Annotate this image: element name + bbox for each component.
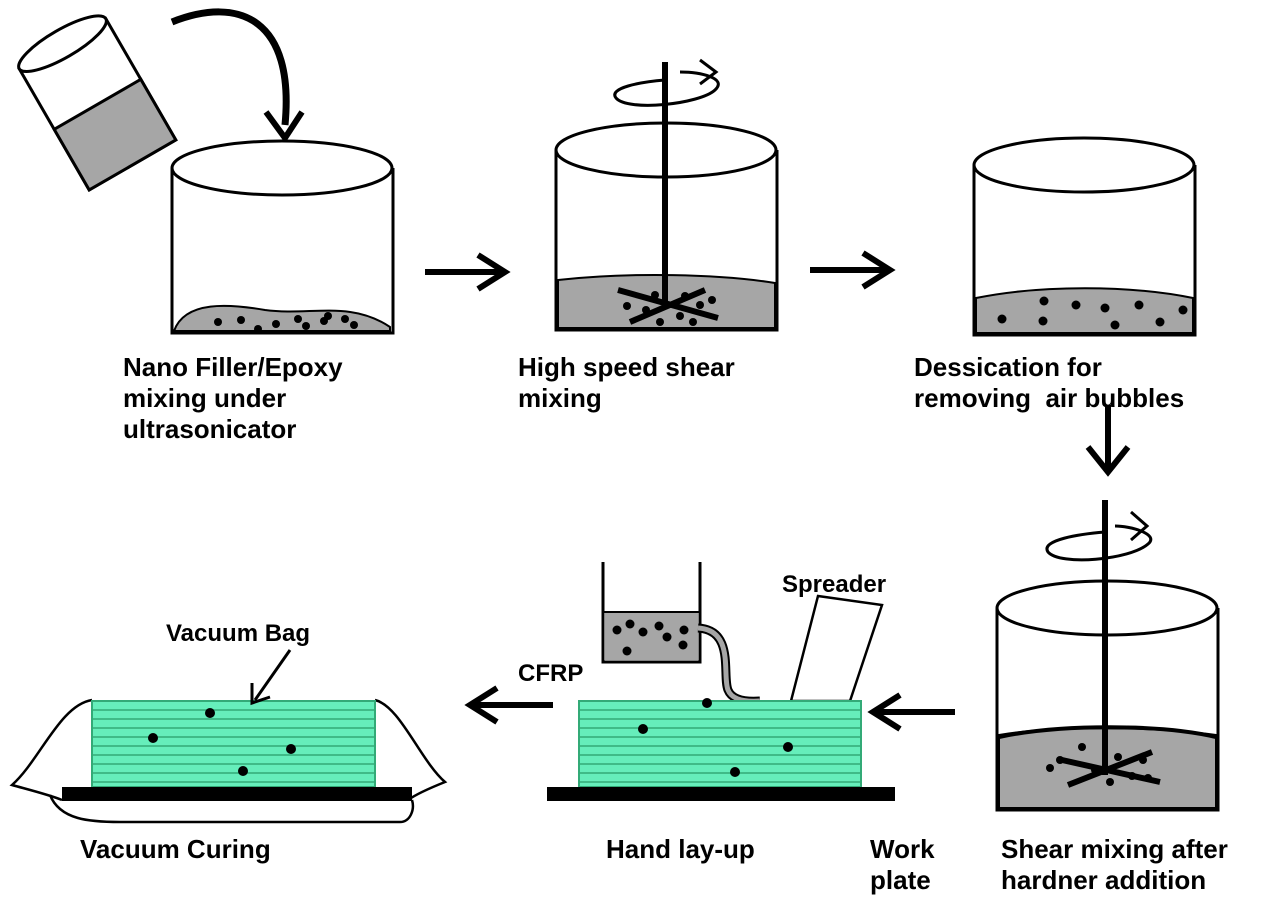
- cure-plate: [62, 787, 412, 801]
- beaker-2: [554, 58, 779, 332]
- particles-1: [214, 312, 358, 333]
- particles-3: [997, 296, 1188, 330]
- beaker-1: [170, 139, 395, 335]
- spreader-tool: [789, 594, 884, 703]
- label-step-5: Hand lay-up: [606, 834, 755, 864]
- resin-3: [975, 287, 1194, 334]
- laminate-layup: [578, 698, 862, 788]
- label-step-2: High speed shear mixing: [518, 352, 735, 413]
- vacuum-bag: [9, 698, 448, 824]
- beaker-4: [995, 500, 1220, 812]
- vacuum-bag-pointer: [250, 649, 292, 706]
- particles-2: [623, 291, 716, 326]
- pouring-beaker: [17, 14, 178, 193]
- arrow-3-4: [1085, 405, 1131, 477]
- label-step-4: Shear mixing after hardner addition: [1001, 834, 1228, 895]
- beaker-3: [972, 136, 1197, 337]
- arrow-4-5: [867, 692, 955, 732]
- pour-arrow: [170, 8, 290, 126]
- label-work-plate: Work plate: [870, 834, 935, 895]
- particles-4: [1046, 743, 1152, 786]
- arrow-2-3: [810, 250, 896, 290]
- label-step-3: Dessication for removing air bubbles: [914, 352, 1185, 413]
- arrow-1-2: [425, 252, 511, 292]
- label-cfrp: CFRP: [518, 660, 584, 687]
- label-spreader: Spreader: [782, 571, 887, 598]
- label-step-6: Vacuum Curing: [80, 834, 271, 864]
- label-vacuum-bag: Vacuum Bag: [166, 620, 311, 647]
- work-plate: [547, 787, 895, 801]
- arrow-5-6: [464, 685, 553, 725]
- laminate-cure: [91, 700, 376, 788]
- resin-cup: [601, 562, 702, 664]
- resin-1: [172, 304, 391, 332]
- label-step-1: Nano Filler/Epoxy mixing under ultrasoni…: [123, 352, 343, 444]
- pour-arrow-head: [263, 110, 305, 144]
